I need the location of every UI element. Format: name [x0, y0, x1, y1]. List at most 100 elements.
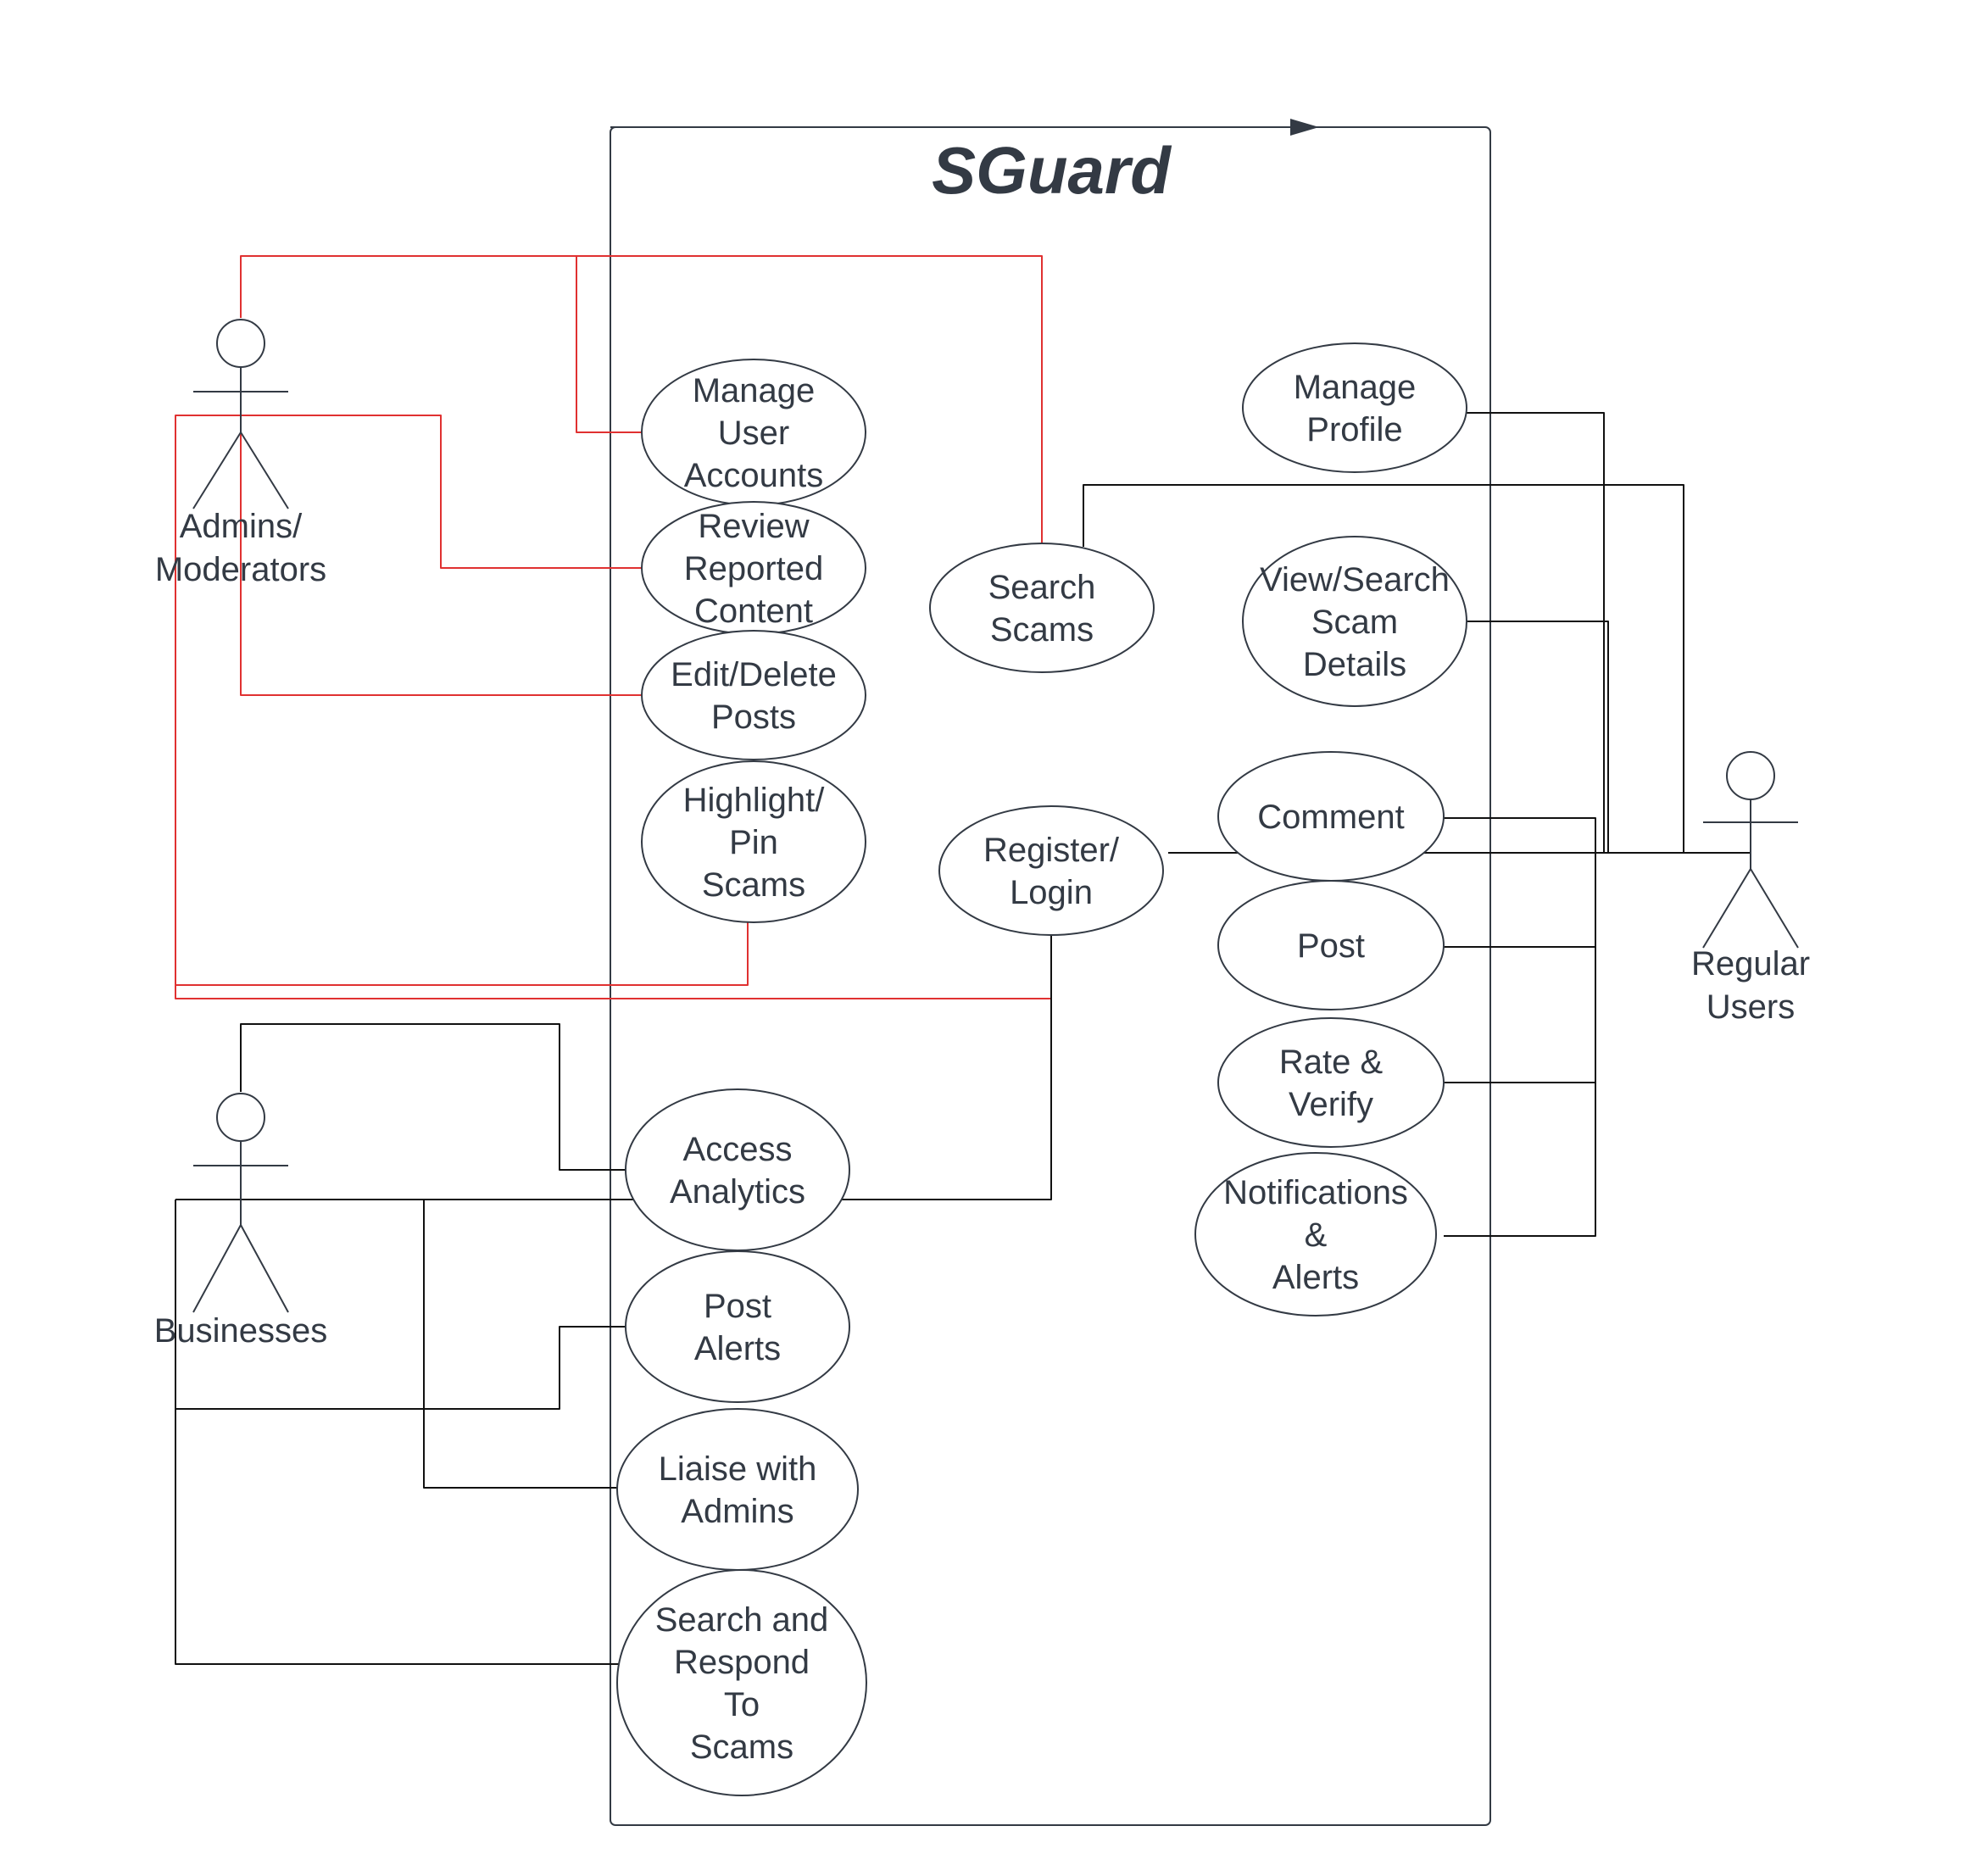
link-user-notifications	[1444, 853, 1596, 1237]
use-case-review-reported-content-label-1: Review	[698, 508, 809, 545]
use-case-liaise-with-admins-label-2: Admins	[681, 1493, 793, 1530]
link-user-view-search-details	[1467, 621, 1609, 853]
actor-regular-users-label-2: Users	[1707, 988, 1795, 1026]
link-user-rate-verify	[1444, 853, 1596, 1083]
use-case-rate-verify: Rate & Verify	[1217, 1017, 1445, 1148]
link-user-post	[1444, 853, 1596, 948]
use-case-search-and-respond-ellipse	[616, 1569, 867, 1796]
use-case-notifications-alerts-label-2: &	[1305, 1216, 1328, 1254]
use-case-highlight-pin-scams-ellipse	[641, 760, 866, 923]
link-admin-register-login	[175, 934, 1052, 999]
use-case-post-alerts-ellipse	[625, 1250, 850, 1403]
use-case-highlight-pin-scams-label-3: Scams	[702, 866, 805, 904]
stick-figure-icon	[192, 1093, 289, 1313]
link-business-register-login	[175, 934, 1052, 1200]
admin-connections	[175, 255, 1052, 999]
actor-businesses: Businesses	[154, 1093, 328, 1350]
link-admin-search-scams	[240, 255, 1043, 547]
link-user-manage-profile	[1460, 412, 1751, 854]
use-case-notifications-alerts: Notifications & Alerts	[1194, 1152, 1437, 1317]
use-case-register-login-ellipse	[938, 805, 1164, 936]
use-case-view-search-scam-details-label-3: Details	[1303, 646, 1406, 683]
actor-admins: Admins/ Moderators	[155, 319, 326, 588]
use-case-register-login-label-2: Login	[1010, 874, 1093, 911]
use-case-access-analytics-ellipse	[625, 1088, 850, 1251]
arrow-head-icon	[1290, 119, 1319, 136]
use-case-manage-user-accounts-label-3: Accounts	[684, 457, 824, 494]
use-case-view-search-scam-details-label-1: View/Search	[1260, 561, 1450, 598]
use-case-post-ellipse	[1217, 880, 1445, 1010]
link-business-liaise	[423, 1200, 619, 1489]
use-case-search-and-respond-label-2: Respond	[674, 1644, 810, 1681]
link-admin-review-reported-content	[175, 415, 642, 994]
use-case-manage-profile-ellipse	[1242, 342, 1467, 473]
use-case-liaise-with-admins-label-1: Liaise with	[659, 1450, 817, 1488]
use-case-manage-profile-label-2: Profile	[1306, 411, 1402, 448]
use-case-register-login-label-1: Register/	[983, 832, 1120, 869]
use-case-notifications-alerts-label-3: Alerts	[1272, 1259, 1359, 1296]
use-case-notifications-alerts-label-1: Notifications	[1223, 1174, 1408, 1211]
actor-admins-label-1: Admins/	[180, 508, 303, 545]
use-case-edit-delete-posts-label-1: Edit/Delete	[671, 656, 837, 693]
actor-regular-users-label-1: Regular	[1691, 945, 1810, 983]
use-case-comment: Comment	[1217, 751, 1445, 882]
actor-regular-users: Regular Users	[1691, 751, 1810, 1026]
use-case-manage-user-accounts-label-2: User	[718, 415, 789, 452]
stick-figure-icon	[1702, 751, 1799, 949]
link-business-search-respond	[175, 1409, 619, 1665]
use-case-post-label-1: Post	[1297, 927, 1365, 965]
use-case-view-search-scam-details-label-2: Scam	[1311, 604, 1398, 641]
use-case-register-login: Register/Login	[938, 805, 1164, 936]
use-case-highlight-pin-scams-label-2: Pin	[729, 824, 778, 861]
business-connections	[175, 934, 1052, 1665]
system-title: SGuard	[932, 133, 1172, 208]
use-case-notifications-alerts-ellipse	[1194, 1152, 1437, 1317]
use-case-rate-verify-label-2: Verify	[1289, 1086, 1373, 1123]
use-case-highlight-pin-scams-label-1: Highlight/	[683, 782, 826, 819]
use-case-search-and-respond-label-1: Search and	[655, 1601, 829, 1639]
use-case-edit-delete-posts-ellipse	[641, 630, 866, 760]
use-cases: ManageUserAccountsReviewReportedContentE…	[616, 342, 1467, 1796]
link-business-access-analytics	[240, 1023, 627, 1171]
use-case-access-analytics-label-2: Analytics	[670, 1173, 805, 1211]
actor-businesses-label: Businesses	[154, 1312, 328, 1350]
use-case-post: Post	[1217, 880, 1445, 1010]
use-case-rate-verify-label-1: Rate &	[1279, 1044, 1384, 1081]
use-case-search-scams-label-1: Search	[988, 569, 1096, 606]
use-case-post-alerts-label-1: Post	[704, 1288, 771, 1325]
use-case-post-alerts-label-2: Alerts	[694, 1330, 781, 1367]
link-admin-manage-user-accounts	[241, 255, 642, 433]
stick-figure-icon	[192, 319, 289, 509]
link-admin-edit-delete-posts	[240, 432, 642, 696]
use-case-manage-user-accounts-label-1: Manage	[693, 372, 816, 409]
use-case-edit-delete-posts-label-2: Posts	[711, 699, 796, 736]
use-case-access-analytics-label-1: Access	[683, 1131, 793, 1168]
link-admin-highlight-pin	[175, 922, 749, 986]
use-case-search-scams-ellipse	[929, 543, 1155, 673]
use-case-comment-label-1: Comment	[1257, 799, 1404, 836]
use-case-search-and-respond-label-3: To	[724, 1686, 760, 1723]
use-case-manage-profile-label-1: Manage	[1294, 369, 1417, 406]
use-case-liaise-with-admins-ellipse	[616, 1408, 859, 1571]
use-case-review-reported-content-label-2: Reported	[684, 550, 824, 587]
link-user-comment	[1444, 817, 1596, 853]
use-case-view-search-scam-details-ellipse	[1242, 536, 1467, 707]
use-case-review-reported-content-label-3: Content	[694, 593, 813, 630]
link-business-post-alerts	[175, 1200, 627, 1410]
use-case-search-scams-label-2: Scams	[990, 611, 1094, 649]
use-case-rate-verify-ellipse	[1217, 1017, 1445, 1148]
actor-admins-label-2: Moderators	[155, 551, 326, 588]
link-user-search-scams	[1083, 484, 1684, 853]
